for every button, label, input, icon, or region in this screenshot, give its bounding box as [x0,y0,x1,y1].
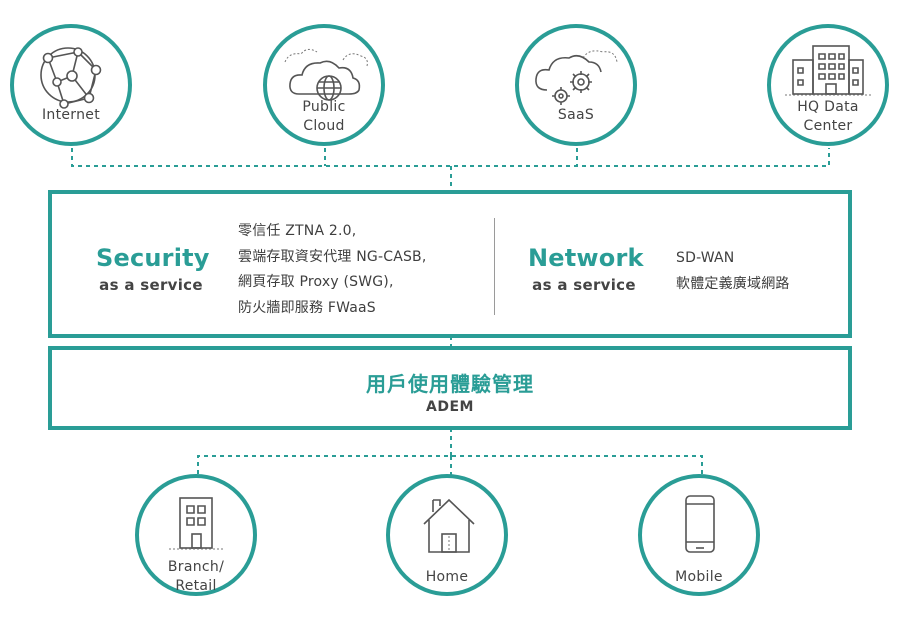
network-title: Network [528,244,644,272]
security-item: 雲端存取資安代理 NG-CASB, [238,248,427,265]
adem-title: 用戶使用體驗管理 [366,372,534,396]
house-icon [423,498,475,553]
node-saas: SaaS [515,24,637,146]
node-label: Branch/ Retail [167,559,225,594]
network-item: SD-WAN [676,250,735,266]
office-building-icon [169,497,225,550]
services-box: Security as a service 零信任 ZTNA 2.0, 雲端存取… [48,190,852,338]
node-internet: Internet [10,24,132,146]
security-item: 防火牆即服務 FWaaS [238,299,376,316]
node-public-cloud: Public Cloud [263,24,385,146]
node-label: Mobile [675,569,723,585]
services-divider [494,218,495,315]
network-subtitle: as a service [532,276,636,294]
security-item: 零信任 ZTNA 2.0, [238,223,357,239]
node-label: Public Cloud [302,99,346,134]
network-item: 軟體定義廣域網路 [676,275,790,292]
adem-subtitle: ADEM [426,399,474,415]
node-mobile: Mobile [638,474,760,596]
cloud-gears-icon [535,50,618,105]
connector-top-bus [71,148,830,167]
node-home: Home [386,474,508,596]
node-label: Internet [42,107,100,123]
cloud-globe-icon [284,48,368,101]
node-label: Home [425,569,469,585]
network-globe-icon [40,47,102,109]
node-branch-retail: Branch/ Retail [135,474,257,596]
adem-box: 用戶使用體驗管理 ADEM [48,346,852,430]
node-label: SaaS [557,107,595,123]
building-icon [785,45,871,96]
security-item: 網頁存取 Proxy (SWG), [238,274,394,290]
node-hq-data-center: HQ Data Center [767,24,889,146]
security-items: 零信任 ZTNA 2.0, 雲端存取資安代理 NG-CASB, 網頁存取 Pro… [238,219,427,321]
smartphone-icon [685,495,715,553]
connector-bottom-bus [197,428,703,476]
security-title: Security [96,244,210,272]
network-items: SD-WAN 軟體定義廣域網路 [676,246,790,297]
security-subtitle: as a service [99,276,203,294]
node-label: HQ Data Center [797,99,859,134]
